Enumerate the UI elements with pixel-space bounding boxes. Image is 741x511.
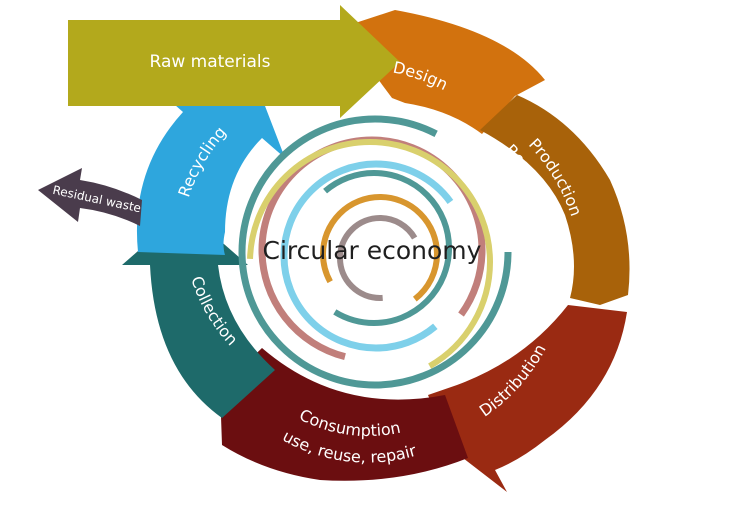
inner-ring-7	[296, 170, 452, 326]
production-segment	[480, 95, 630, 305]
inner-ring-6	[320, 194, 440, 314]
distribution-segment	[428, 305, 627, 492]
inner-ring-1	[238, 115, 512, 389]
center-label: Circular economy	[263, 236, 482, 265]
design-segment	[340, 10, 545, 134]
inner-ring-3	[280, 160, 472, 352]
inner-ring-5	[337, 215, 423, 301]
residual-waste-arrow	[38, 168, 142, 226]
recycling-segment	[136, 80, 285, 255]
inner-ring-4	[247, 139, 493, 385]
outer-ring	[38, 5, 630, 492]
inner-rings	[238, 115, 512, 389]
raw-materials-arrow	[68, 5, 400, 118]
collection-segment	[122, 210, 275, 418]
raw-materials-label: Raw materials	[150, 52, 271, 72]
consumption-segment	[220, 348, 468, 481]
